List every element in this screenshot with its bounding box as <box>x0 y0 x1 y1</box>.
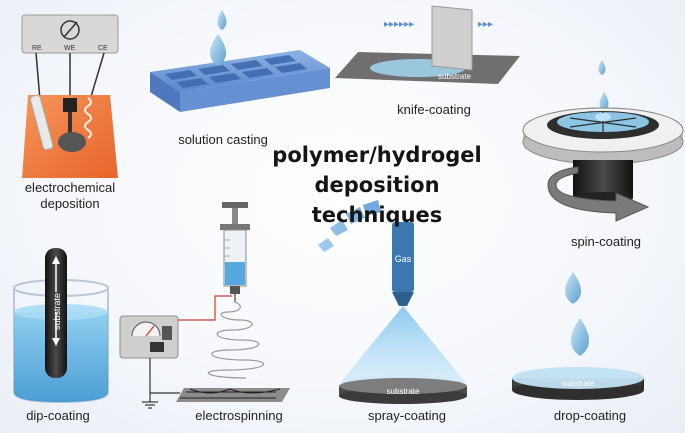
spray-cone <box>340 306 466 383</box>
substrate-text: substrate <box>52 293 62 330</box>
droplet-icon <box>571 318 589 356</box>
high-voltage-wire <box>178 295 232 321</box>
motion-arrows-icon: ▸▸▸▸▸▸ <box>384 19 414 30</box>
title-line-2: deposition techniques <box>311 173 443 227</box>
label-solution-casting: solution casting <box>178 132 268 147</box>
label-dip-coating: dip-coating <box>26 408 90 423</box>
blade <box>431 5 473 71</box>
label-electrochemical-deposition: electrochemical deposition <box>24 180 116 211</box>
label-drop-coating: drop-coating <box>553 408 627 423</box>
spray-nozzle <box>392 222 414 292</box>
label-knife-coating: knife-coating <box>397 102 471 117</box>
ground-wire <box>149 358 180 394</box>
electrospinning-setup <box>119 202 290 409</box>
droplet-icon <box>598 60 606 75</box>
spray-coater: substrate Gas <box>318 200 467 404</box>
droplet-icon <box>565 272 581 304</box>
dip-coating-vessel: substrate <box>13 248 109 404</box>
counter-electrode-coil <box>84 97 92 139</box>
gas-text: Gas <box>395 254 412 264</box>
label-spin-coating: spin-coating <box>570 234 642 249</box>
substrate-text: substrate <box>562 379 595 388</box>
substrate-text: substrate <box>438 72 471 81</box>
motion-arrows-icon: ▸▸▸ <box>478 19 493 30</box>
knife-coater: ▸▸▸▸▸▸ ▸▸▸ substrate <box>335 5 520 84</box>
substrate-text: substrate <box>387 387 420 396</box>
up-arrow-icon <box>52 256 60 264</box>
fiber-jet <box>207 301 265 379</box>
figure-title: polymer/hydrogel deposition techniques <box>262 140 492 230</box>
voltmeter-icon <box>131 321 161 337</box>
re-label: RE <box>32 45 42 52</box>
meter-dial-icon <box>60 20 80 40</box>
spindle <box>573 160 633 198</box>
casting-tray <box>150 10 330 112</box>
label-electrospinning: electrospinning <box>195 408 283 423</box>
droplet-icon <box>217 10 227 30</box>
title-line-1: polymer/hydrogel <box>272 143 482 167</box>
spin-coater <box>522 60 684 222</box>
drop-coater: substrate <box>512 272 644 400</box>
droplet-icon <box>210 34 226 66</box>
rotation-arrow-icon <box>547 166 650 222</box>
ce-label: CE <box>98 45 108 52</box>
label-spray-coating: spray-coating <box>367 408 447 423</box>
down-arrow-icon <box>52 338 60 346</box>
droplet-icon <box>599 92 609 112</box>
electrochemical-cell <box>21 14 119 178</box>
we-label: WE <box>64 45 76 52</box>
